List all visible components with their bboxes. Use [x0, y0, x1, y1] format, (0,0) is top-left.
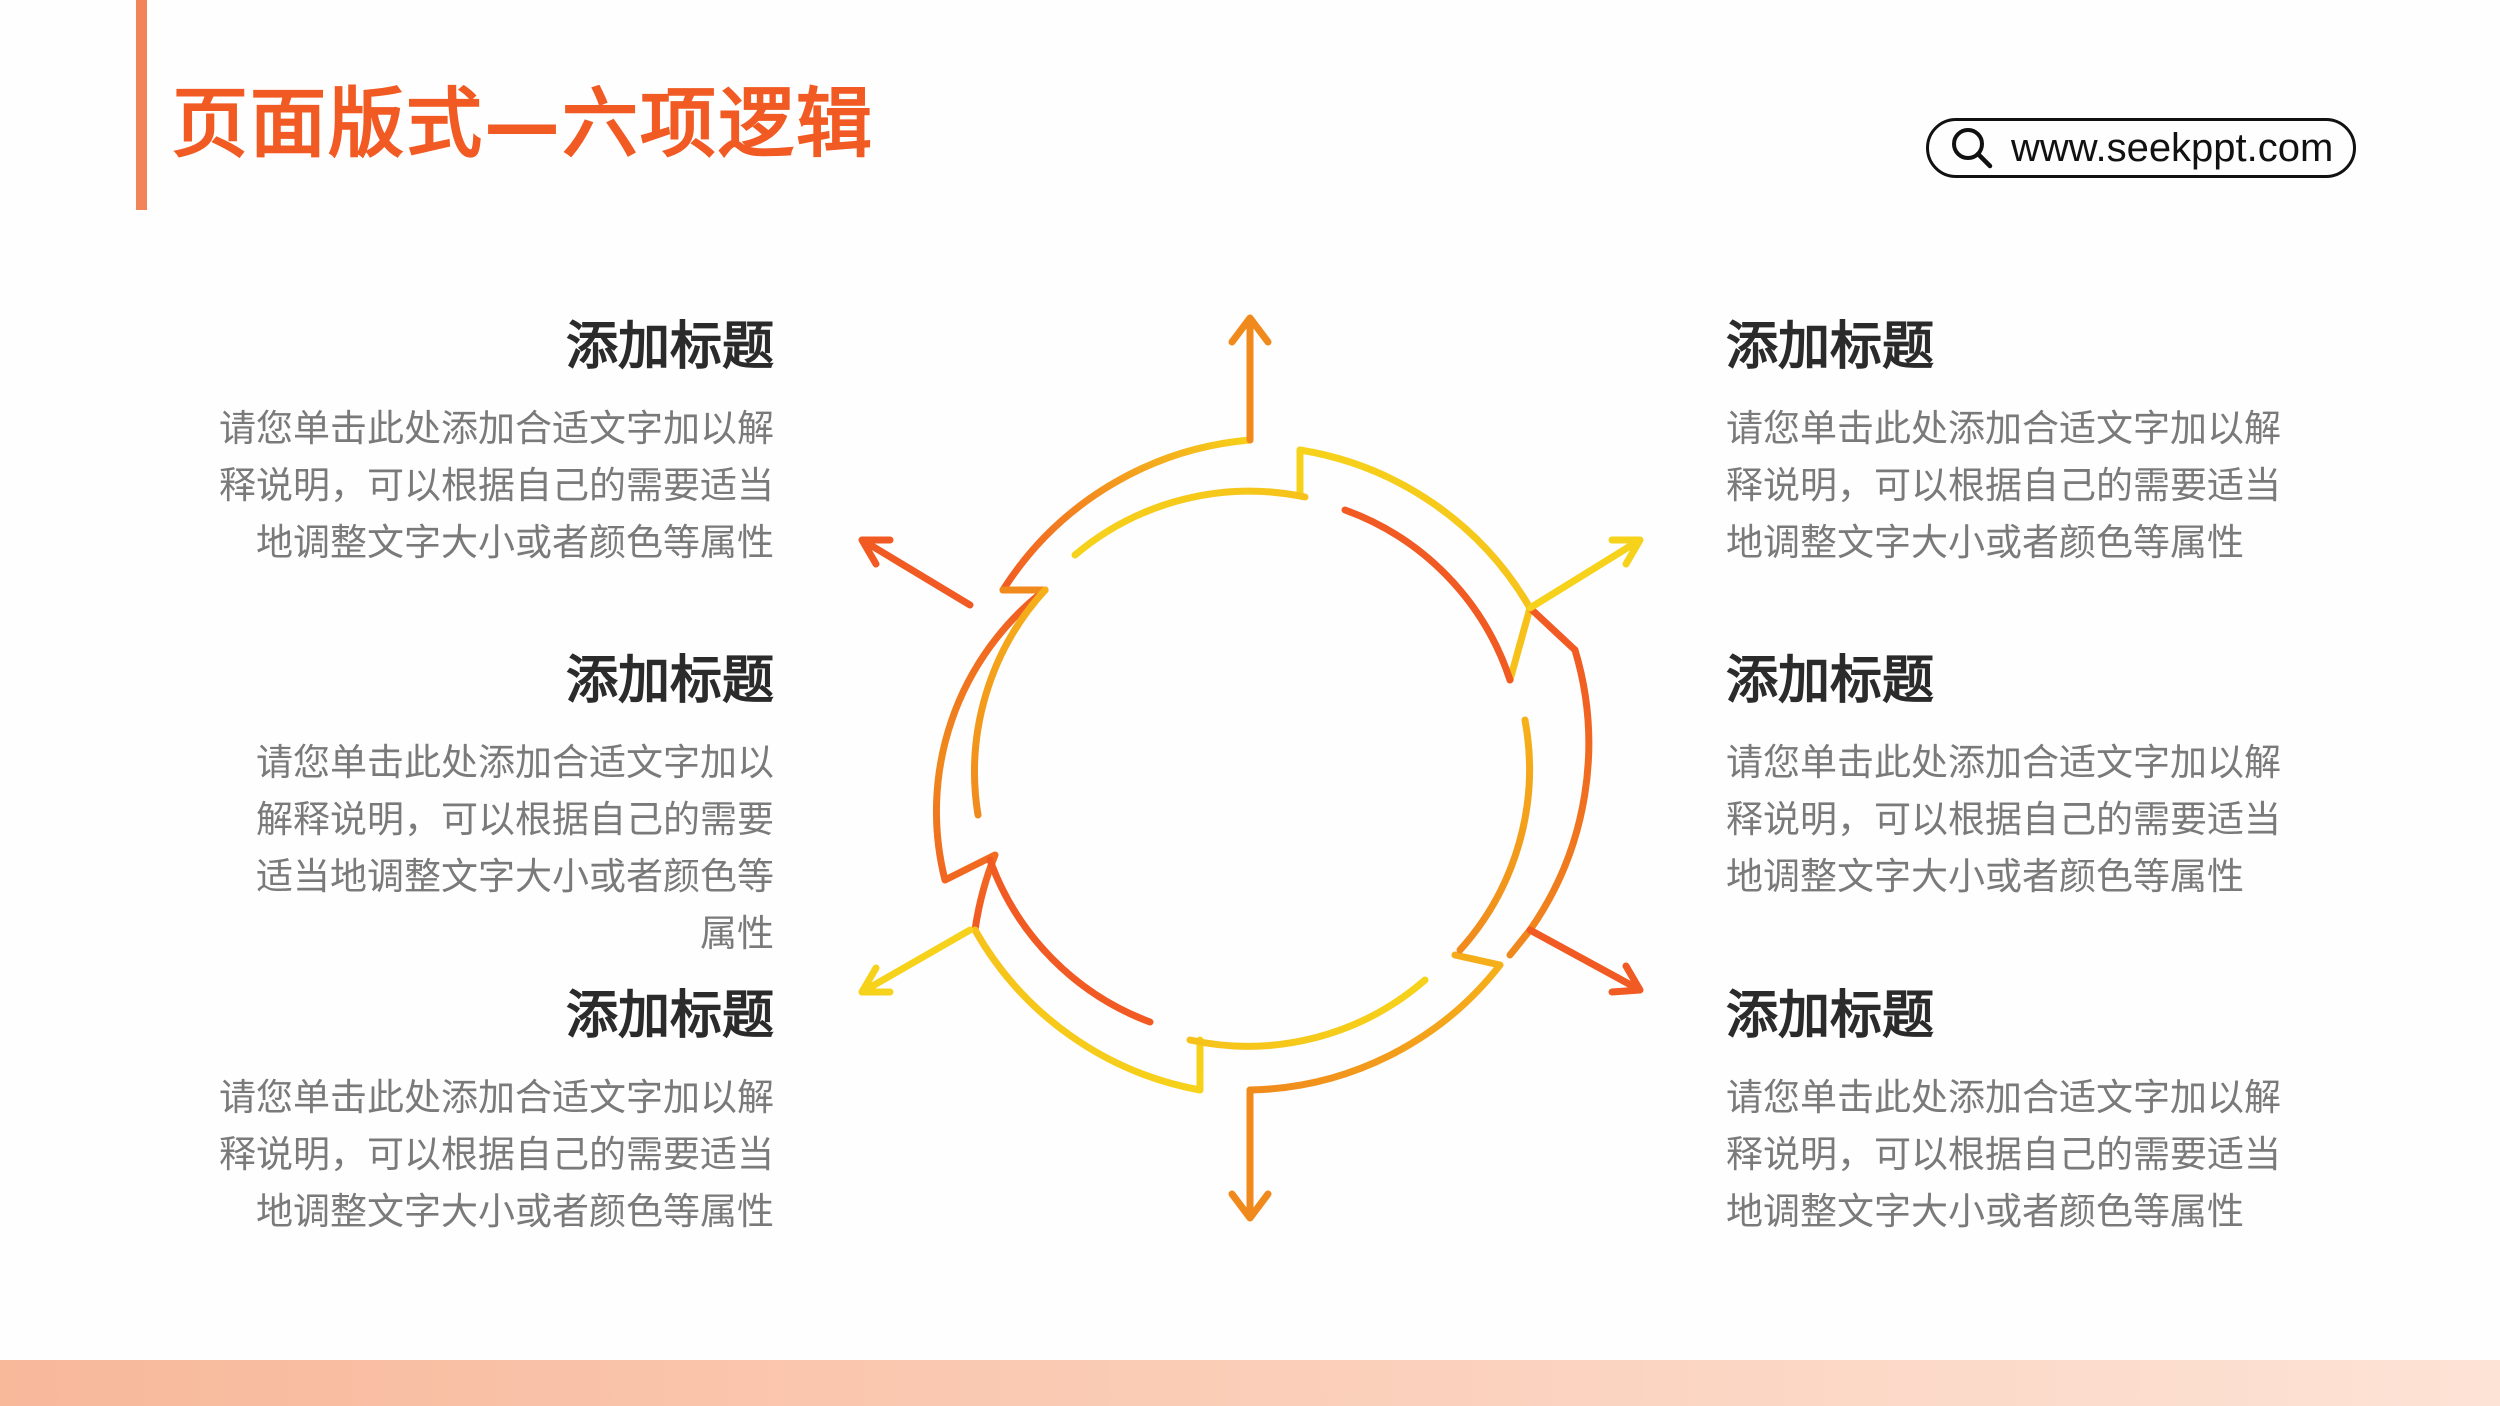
page-title: 页面版式—六项逻辑: [172, 79, 874, 168]
description-line: 属性: [700, 912, 774, 956]
item-description: 请您单击此处添加合适文字加以解 释说明，可以根据自己的需要适当 地调整文字大小或…: [174, 400, 774, 571]
description-line: 解释说明，可以根据自己的需要: [256, 798, 774, 842]
item-description: 请您单击此处添加合适文字加以解 释说明，可以根据自己的需要适当 地调整文字大小或…: [1726, 734, 2326, 905]
description-line: 释说明，可以根据自己的需要适当: [1726, 1133, 2281, 1177]
inner-arc-segment-5: [986, 856, 1154, 1026]
website-url: www.seekppt.com: [2011, 125, 2334, 170]
description-line: 地调整文字大小或者颜色等属性: [1726, 1190, 2244, 1234]
inner-arc-segment-3: [1456, 716, 1533, 954]
arrow-upper-right: [1526, 536, 1644, 612]
item-top-right: 添加标题 请您单击此处添加合适文字加以解 释说明，可以根据自己的需要适当 地调整…: [1726, 316, 2326, 571]
item-middle-right: 添加标题 请您单击此处添加合适文字加以解 释说明，可以根据自己的需要适当 地调整…: [1726, 650, 2326, 905]
item-top-left: 添加标题 请您单击此处添加合适文字加以解 释说明，可以根据自己的需要适当 地调整…: [174, 316, 774, 571]
item-title: 添加标题: [565, 317, 774, 377]
item-title: 添加标题: [1726, 986, 1935, 1046]
outer-arc-segment-2: [932, 586, 1049, 934]
item-bottom-right: 添加标题 请您单击此处添加合适文字加以解 释说明，可以根据自己的需要适当 地调整…: [1726, 985, 2326, 1240]
description-line: 地调整文字大小或者颜色等属性: [256, 521, 774, 565]
arrow-up: [1228, 314, 1272, 444]
description-line: 请您单击此处添加合适文字加以解: [1726, 741, 2281, 785]
description-line: 释说明，可以根据自己的需要适当: [1726, 464, 2281, 508]
description-line: 地调整文字大小或者颜色等属性: [1726, 521, 2244, 565]
search-icon: [1952, 128, 1993, 169]
item-description: 请您单击此处添加合适文字加以解 释说明，可以根据自己的需要适当 地调整文字大小或…: [174, 1069, 774, 1240]
inner-arc-segment-6: [971, 586, 1049, 819]
arrow-down: [1228, 1086, 1272, 1222]
description-line: 释说明，可以根据自己的需要适当: [1726, 798, 2281, 842]
description-line: 请您单击此处添加合适文字加以解: [1726, 407, 2281, 451]
description-line: 请您单击此处添加合适文字加以: [256, 741, 774, 785]
item-title: 添加标题: [1726, 317, 1935, 377]
arrow-lower-right: [1526, 926, 1644, 996]
inner-arc-segment-1: [1071, 487, 1309, 559]
outer-arc-segment-5: [1506, 646, 1593, 959]
description-line: 释说明，可以根据自己的需要适当: [219, 1133, 774, 1177]
inner-arc-segment-4: [1186, 976, 1429, 1050]
item-description: 请您单击此处添加合适文字加以 解释说明，可以根据自己的需要 适当地调整文字大小或…: [174, 734, 774, 962]
description-line: 请您单击此处添加合适文字加以解: [1726, 1076, 2281, 1120]
website-search-pill[interactable]: www.seekppt.com: [1926, 118, 2356, 178]
item-description: 请您单击此处添加合适文字加以解 释说明，可以根据自己的需要适当 地调整文字大小或…: [1726, 1069, 2326, 1240]
outer-arc-segment-4: [1246, 951, 1504, 1094]
description-line: 地调整文字大小或者颜色等属性: [256, 1190, 774, 1234]
item-title: 添加标题: [565, 986, 774, 1046]
item-middle-left: 添加标题 请您单击此处添加合适文字加以 解释说明，可以根据自己的需要 适当地调整…: [174, 650, 774, 962]
outer-arc-segment-1: [999, 436, 1254, 594]
title-accent-bar: [136, 0, 147, 210]
outer-arc-segment-6: [1296, 446, 1534, 684]
description-line: 地调整文字大小或者颜色等属性: [1726, 855, 2244, 899]
item-title: 添加标题: [565, 651, 774, 711]
item-bottom-left: 添加标题 请您单击此处添加合适文字加以解 释说明，可以根据自己的需要适当 地调整…: [174, 985, 774, 1240]
outer-arc-segment-3: [971, 926, 1204, 1094]
item-title: 添加标题: [1726, 651, 1935, 711]
item-description: 请您单击此处添加合适文字加以解 释说明，可以根据自己的需要适当 地调整文字大小或…: [1726, 400, 2326, 571]
description-line: 请您单击此处添加合适文字加以解: [219, 1076, 774, 1120]
description-line: 请您单击此处添加合适文字加以解: [219, 407, 774, 451]
arrow-lower-left: [858, 926, 974, 996]
footer-gradient-bar: [0, 1360, 2500, 1406]
description-line: 释说明，可以根据自己的需要适当: [219, 464, 774, 508]
inner-arc-segment-2: [1341, 506, 1514, 684]
description-line: 适当地调整文字大小或者颜色等: [256, 855, 774, 899]
outer-notch-connector-3: [1526, 604, 1579, 654]
arrow-upper-left: [858, 536, 974, 609]
